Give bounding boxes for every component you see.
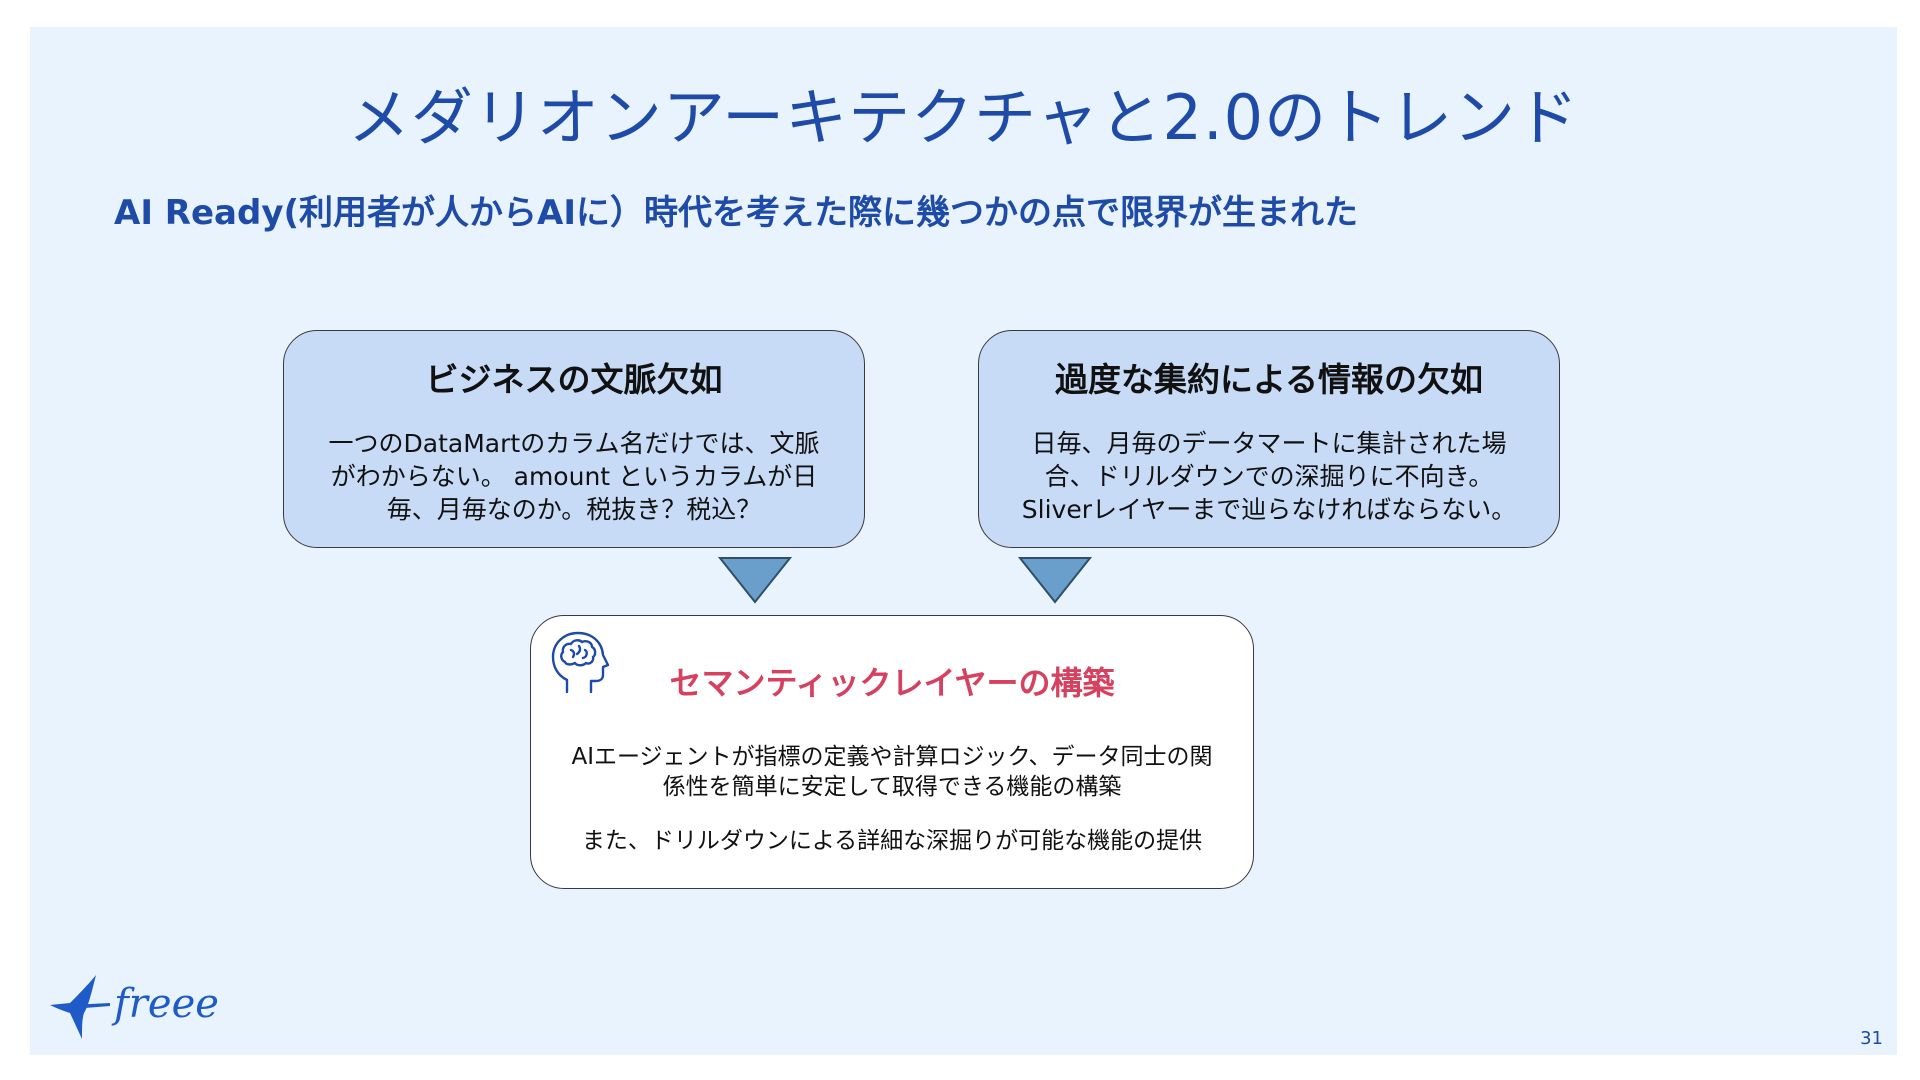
- body-line: 一つのDataMartのカラム名だけでは、文脈: [328, 429, 820, 458]
- aggregation-body: 日毎、月毎のデータマートに集計された場 合、ドリルダウンでの深掘りに不向き。 S…: [979, 427, 1559, 526]
- bird-icon: [50, 975, 110, 1039]
- body-line: Sliverレイヤーまで辿らなければならない。: [1021, 495, 1517, 524]
- semantic-layer-title: セマンティックレイヤーの構築: [669, 664, 1115, 702]
- page-subtitle: AI Ready(利用者が人からAIに）時代を考えた際に幾つかの点で限界が生まれ…: [114, 193, 1358, 233]
- freee-logo: freee: [48, 973, 248, 1043]
- page-number: 31: [1860, 1028, 1883, 1049]
- body-line: 係性を簡単に安定して取得できる機能の構築: [662, 774, 1122, 800]
- brain-head-icon: [549, 630, 611, 696]
- semantic-layer-box: セマンティックレイヤーの構築 AIエージェントが指標の定義や計算ロジック、データ…: [530, 615, 1254, 889]
- page-title: メダリオンアーキテクチャと2.0のトレンド: [347, 81, 1580, 154]
- body-line: 日毎、月毎のデータマートに集計された場: [1031, 429, 1507, 458]
- body-line: AIエージェントが指標の定義や計算ロジック、データ同士の関: [571, 744, 1213, 770]
- semantic-layer-body: AIエージェントが指標の定義や計算ロジック、データ同士の関 係性を簡単に安定して…: [531, 742, 1253, 802]
- body-line: がわからない。 amount というカラムが日: [330, 462, 818, 491]
- business-context-body: 一つのDataMartのカラム名だけでは、文脈 がわからない。 amount と…: [284, 427, 864, 526]
- aggregation-box: 過度な集約による情報の欠如 日毎、月毎のデータマートに集計された場 合、ドリルダ…: [978, 330, 1560, 548]
- logo-text: freee: [111, 981, 219, 1027]
- body-line: 毎、月毎なのか。税抜き？税込？: [386, 495, 762, 524]
- slide: メダリオンアーキテクチャと2.0のトレンド AI Ready(利用者が人からAI…: [30, 27, 1897, 1055]
- body-line: 合、ドリルダウンでの深掘りに不向き。: [1044, 462, 1494, 491]
- aggregation-title: 過度な集約による情報の欠如: [1054, 360, 1483, 399]
- business-context-box: ビジネスの文脈欠如 一つのDataMartのカラム名だけでは、文脈 がわからない…: [283, 330, 865, 548]
- business-context-title: ビジネスの文脈欠如: [425, 360, 723, 399]
- semantic-layer-body-2: また、ドリルダウンによる詳細な深掘りが可能な機能の提供: [581, 828, 1203, 854]
